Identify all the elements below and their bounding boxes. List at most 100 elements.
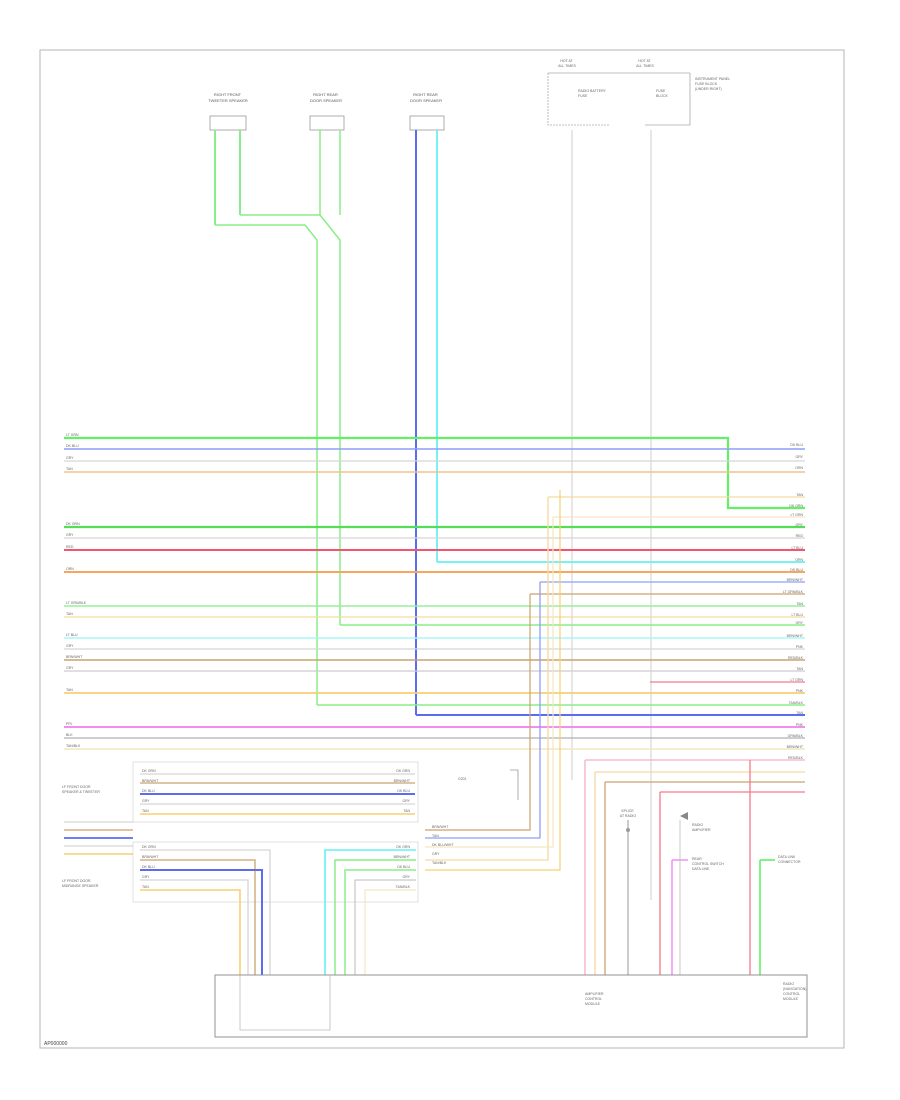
wire-label-right: LT GRN/BLK bbox=[783, 590, 804, 594]
wire-label-left: GRY bbox=[66, 644, 74, 648]
wire-label-right: LT GRN bbox=[790, 513, 803, 517]
fuse-a-label: RADIO BATTERY FUSE bbox=[578, 89, 607, 98]
wire-label-left: TAN bbox=[66, 467, 73, 471]
fuse-b-label: FUSE BLOCK bbox=[656, 89, 669, 98]
wire-label-inner-right: GRY bbox=[402, 799, 410, 803]
wire-label-right: TAN bbox=[796, 493, 803, 497]
wire-label-left: LT GRN bbox=[66, 433, 79, 437]
wire-label-inner-right: DK BLU bbox=[397, 789, 410, 793]
wire-label-inner-right: BRN/WHT bbox=[394, 779, 411, 783]
wire-label-inner-left: DK BLU bbox=[142, 789, 155, 793]
ground-label: G201 bbox=[458, 777, 467, 781]
wire-label-right: TAN/BLK bbox=[789, 701, 804, 705]
radio-module: AMPLIFIER CONTROL MODULE RADIO (NAVIGATI… bbox=[214, 974, 808, 1038]
figure-code: AP000000 bbox=[44, 1041, 68, 1047]
branch-wires bbox=[425, 490, 805, 975]
wire-label-right: DK BLU bbox=[790, 443, 803, 447]
wire-label-left: GRY bbox=[66, 666, 74, 670]
wire-label-left: PPL bbox=[66, 722, 73, 726]
wire-label-right: ORN bbox=[795, 466, 803, 470]
wire-label-left: ORN bbox=[66, 567, 74, 571]
fuse-b-header: HOT AT ALL TIMES bbox=[636, 59, 654, 68]
splice-component: SPLICE AT RADIO bbox=[620, 809, 636, 975]
wire-label-left: GRY bbox=[66, 533, 74, 537]
data-link-component: DATA LINK CONNECTOR bbox=[778, 855, 801, 864]
fuse-block-b: HOT AT ALL TIMES FUSE BLOCK INSTRUMENT P… bbox=[636, 59, 731, 126]
center-lower-block bbox=[324, 849, 416, 975]
wire-label-right: GRY bbox=[795, 455, 803, 459]
wire-label-layer: LT GRN DK BLU GRY TAN DK GRN GRY RED ORN LT GRN/… bbox=[66, 433, 804, 889]
audio-conn-label: AMPLIFIER CONTROL MODULE bbox=[585, 992, 604, 1006]
speaker-rf-label: RIGHT FRONT TWEETER SPEAKER bbox=[208, 92, 248, 103]
wire-label-right: RED/BLK bbox=[788, 656, 804, 660]
wire-label-lower-left: DK GRN bbox=[142, 845, 156, 849]
lf-mid-block: LF FRONT DOOR MIDRANGE SPEAKER bbox=[62, 821, 419, 975]
wire-label-right: DK GRN bbox=[789, 504, 803, 508]
wire-label-right: PNK bbox=[796, 645, 804, 649]
wire-label-inner-right: TAN bbox=[403, 809, 410, 813]
wire-label-lower-inner: GRY bbox=[432, 852, 440, 856]
wire-label-mid-block: DK GRN bbox=[396, 845, 410, 849]
data-link-label: DATA LINK CONNECTOR bbox=[778, 855, 801, 864]
wire-label-left: TAN bbox=[66, 612, 73, 616]
wire-label-right: RED bbox=[796, 534, 804, 538]
wire-label-right: GRY bbox=[795, 523, 803, 527]
wire-label-left: LT GRN/BLK bbox=[66, 601, 87, 605]
wire-label-left: RED bbox=[66, 545, 74, 549]
wire-label-left: LT BLU bbox=[66, 633, 78, 637]
speaker-lr-connector: RIGHT REAR DOOR SPEAKER bbox=[409, 92, 445, 131]
speaker-rr-label: RIGHT REAR DOOR SPEAKER bbox=[310, 92, 342, 103]
lf-mid-label: LF FRONT DOOR MIDRANGE SPEAKER bbox=[62, 879, 99, 888]
wire-label-right: BRN/WHT bbox=[787, 745, 804, 749]
wire-label-right: TAN bbox=[796, 602, 803, 606]
wire-label-lower-left: BRN/WHT bbox=[142, 855, 159, 859]
fuse-block-label: INSTRUMENT PANEL FUSE BLOCK (UNDER RIGHT… bbox=[695, 77, 731, 91]
wire-label-lower-inner: BRN/WHT bbox=[432, 825, 449, 829]
wire-label-lower-inner: DK BLU/WHT bbox=[432, 843, 454, 847]
splice-label: SPLICE AT RADIO bbox=[620, 809, 636, 818]
wire-label-right: BRN/WHT bbox=[787, 578, 804, 582]
wire-label-lower-inner: TAN bbox=[432, 834, 439, 838]
wire-label-left: GRY bbox=[66, 456, 74, 460]
lf-tweeter-label: LF FRONT DOOR SPEAKER & TWEETER bbox=[62, 785, 100, 794]
wire-label-right: TAN bbox=[796, 667, 803, 671]
wire-label-mid-block: TAN/BLK bbox=[396, 885, 411, 889]
wire-label-inner-left: BRN/WHT bbox=[142, 779, 159, 783]
wire-label-right: RED/BLK bbox=[788, 756, 804, 760]
speaker-rf-connector: RIGHT FRONT TWEETER SPEAKER bbox=[208, 92, 248, 225]
diagram-frame bbox=[39, 49, 845, 1049]
rear-sensor-component: REAR CONTROL SWITCH DATA LINE bbox=[692, 857, 725, 871]
wire-label-lower-left: GRY bbox=[142, 875, 150, 879]
wire-label-right: BRN/WHT bbox=[787, 634, 804, 638]
wire-label-left: BRN/WHT bbox=[66, 655, 83, 659]
lf-tweeter-block: LF FRONT DOOR SPEAKER & TWEETER bbox=[62, 761, 419, 823]
wire-label-left: TAN bbox=[66, 688, 73, 692]
wire-label-lower-left: TAN bbox=[142, 885, 149, 889]
wire-label-right: ORN bbox=[795, 558, 803, 562]
wire-label-inner-right: DK GRN bbox=[396, 769, 410, 773]
speaker-lr-label: RIGHT REAR DOOR SPEAKER bbox=[410, 92, 442, 103]
fuse-a-header: HOT AT ALL TIMES bbox=[558, 59, 576, 68]
wire-label-left: DK GRN bbox=[66, 522, 80, 526]
wire-label-right: TAN bbox=[796, 711, 803, 715]
wire-label-right: DK BLU bbox=[790, 568, 803, 572]
wire-label-right: PNK bbox=[796, 723, 804, 727]
wire-label-right: GRY bbox=[795, 621, 803, 625]
wire-label-right: LT GRN bbox=[790, 678, 803, 682]
wire-label-left: TAN/BLK bbox=[66, 744, 81, 748]
ground-component: G201 bbox=[458, 769, 519, 800]
wire-label-inner-left: TAN bbox=[142, 809, 149, 813]
wire-label-left: BLK bbox=[66, 733, 73, 737]
wire-label-inner-left: GRY bbox=[142, 799, 150, 803]
wire-label-right: PNK bbox=[796, 689, 804, 693]
wire-label-mid-block: BRN/WHT bbox=[394, 855, 411, 859]
stereo-amp-label: RADIO AMPLIFIER bbox=[692, 823, 711, 832]
wire-label-mid-block: GRY bbox=[402, 875, 410, 879]
wire-label-lower-left: DK BLU bbox=[142, 865, 155, 869]
rear-sensor-label: REAR CONTROL SWITCH DATA LINE bbox=[692, 857, 725, 871]
harness-bus bbox=[64, 436, 805, 750]
wire-label-right: LT BLU bbox=[791, 613, 803, 617]
wire-label-lower-inner: TAN/BLK bbox=[432, 861, 447, 865]
wire-label-right: LT BLU bbox=[791, 546, 803, 550]
